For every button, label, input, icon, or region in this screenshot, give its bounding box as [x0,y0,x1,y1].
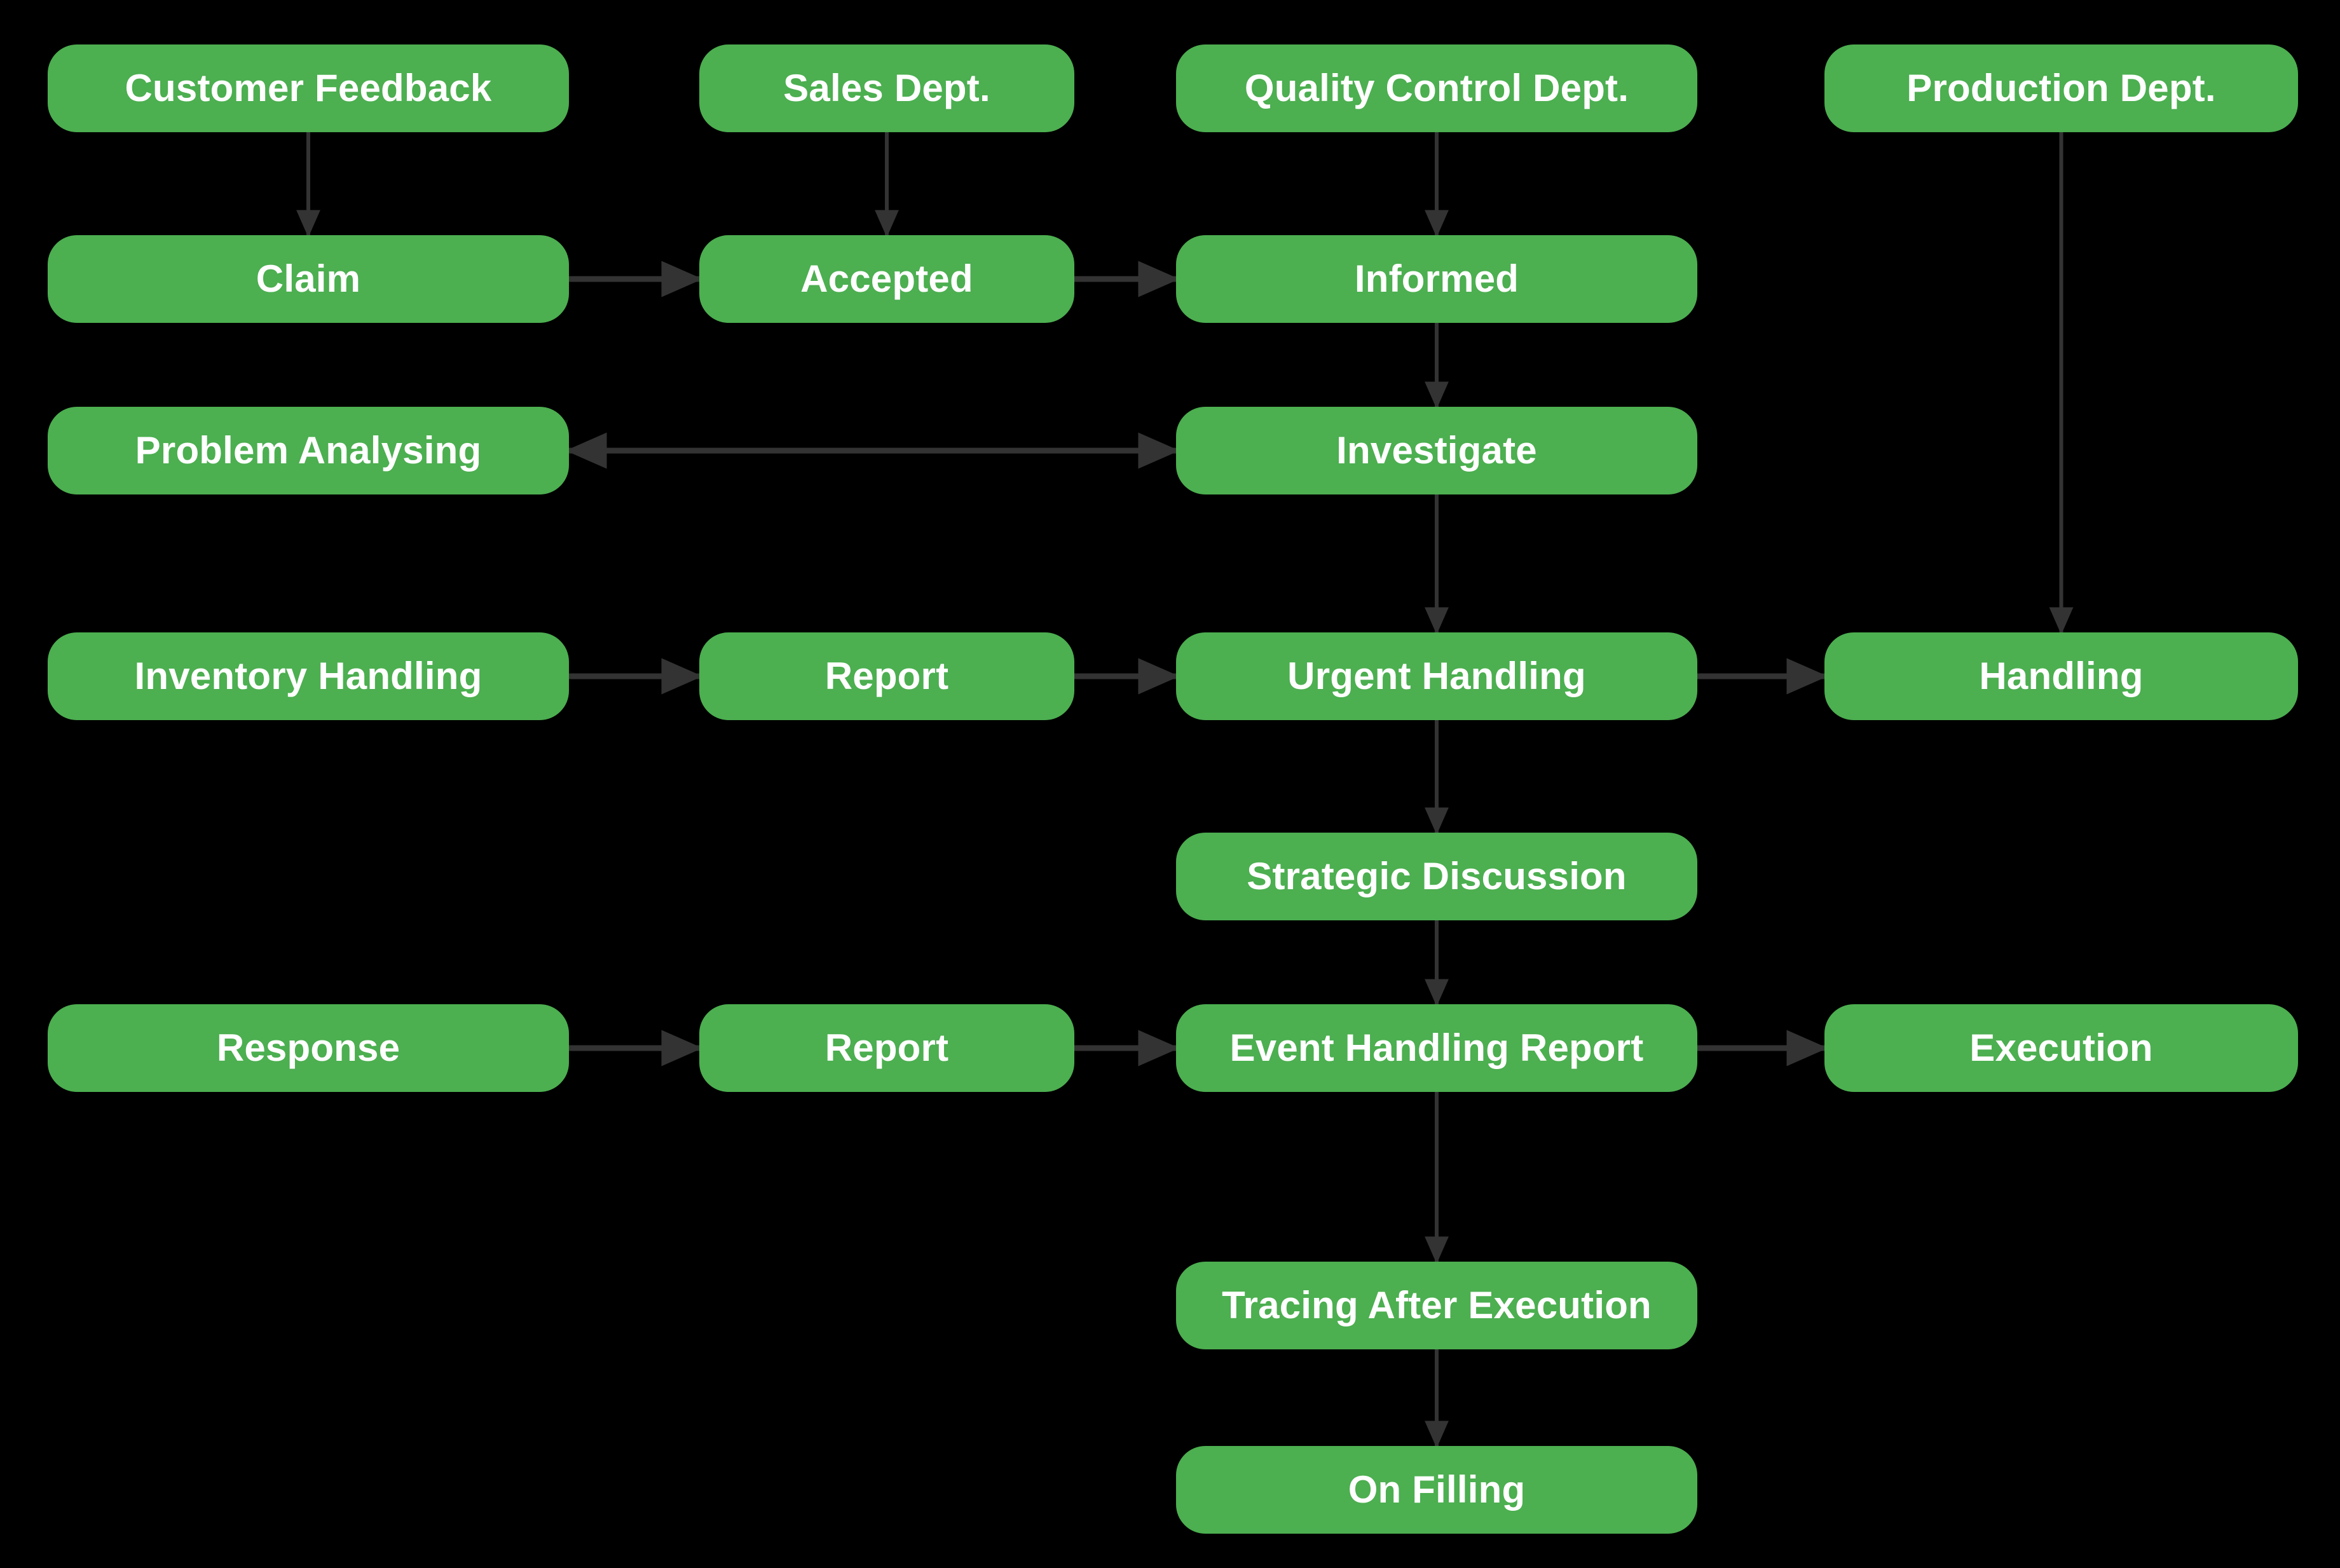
node-label: Response [216,1026,400,1069]
node-execution[interactable]: Execution [1824,1004,2298,1092]
node-inventory-handling[interactable]: Inventory Handling [48,632,569,720]
node-label: On Filling [1348,1468,1526,1511]
node-report-bottom[interactable]: Report [699,1004,1074,1092]
node-label: Event Handling Report [1229,1026,1644,1069]
node-tracing-after-execution[interactable]: Tracing After Execution [1176,1262,1697,1349]
node-informed[interactable]: Informed [1176,235,1697,323]
node-handling[interactable]: Handling [1824,632,2298,720]
node-response[interactable]: Response [48,1004,569,1092]
node-quality-control-dept[interactable]: Quality Control Dept. [1176,44,1697,132]
node-urgent-handling[interactable]: Urgent Handling [1176,632,1697,720]
node-label: Execution [1969,1026,2153,1069]
node-label: Problem Analysing [135,429,482,472]
node-label: Sales Dept. [783,67,990,109]
node-report-top[interactable]: Report [699,632,1074,720]
node-investigate[interactable]: Investigate [1176,407,1697,494]
node-accepted[interactable]: Accepted [699,235,1074,323]
node-label: Production Dept. [1906,67,2216,109]
node-label: Report [824,1026,949,1069]
node-problem-analysing[interactable]: Problem Analysing [48,407,569,494]
node-label: Accepted [800,257,973,300]
node-claim[interactable]: Claim [48,235,569,323]
node-label: Claim [256,257,361,300]
node-label: Customer Feedback [125,67,492,109]
node-label: Handling [1979,655,2144,697]
node-label: Quality Control Dept. [1244,67,1629,109]
node-label: Strategic Discussion [1247,855,1627,897]
node-event-handling-report[interactable]: Event Handling Report [1176,1004,1697,1092]
node-production-dept[interactable]: Production Dept. [1824,44,2298,132]
node-label: Report [824,655,949,697]
node-label: Tracing After Execution [1222,1284,1652,1326]
node-on-filling[interactable]: On Filling [1176,1446,1697,1534]
node-label: Urgent Handling [1287,655,1586,697]
node-sales-dept[interactable]: Sales Dept. [699,44,1074,132]
node-strategic-discussion[interactable]: Strategic Discussion [1176,833,1697,920]
edge-paths [296,132,2074,1449]
node-label: Informed [1354,257,1519,300]
node-label: Investigate [1336,429,1537,472]
node-label: Inventory Handling [134,655,482,697]
node-customer-feedback[interactable]: Customer Feedback [48,44,569,132]
